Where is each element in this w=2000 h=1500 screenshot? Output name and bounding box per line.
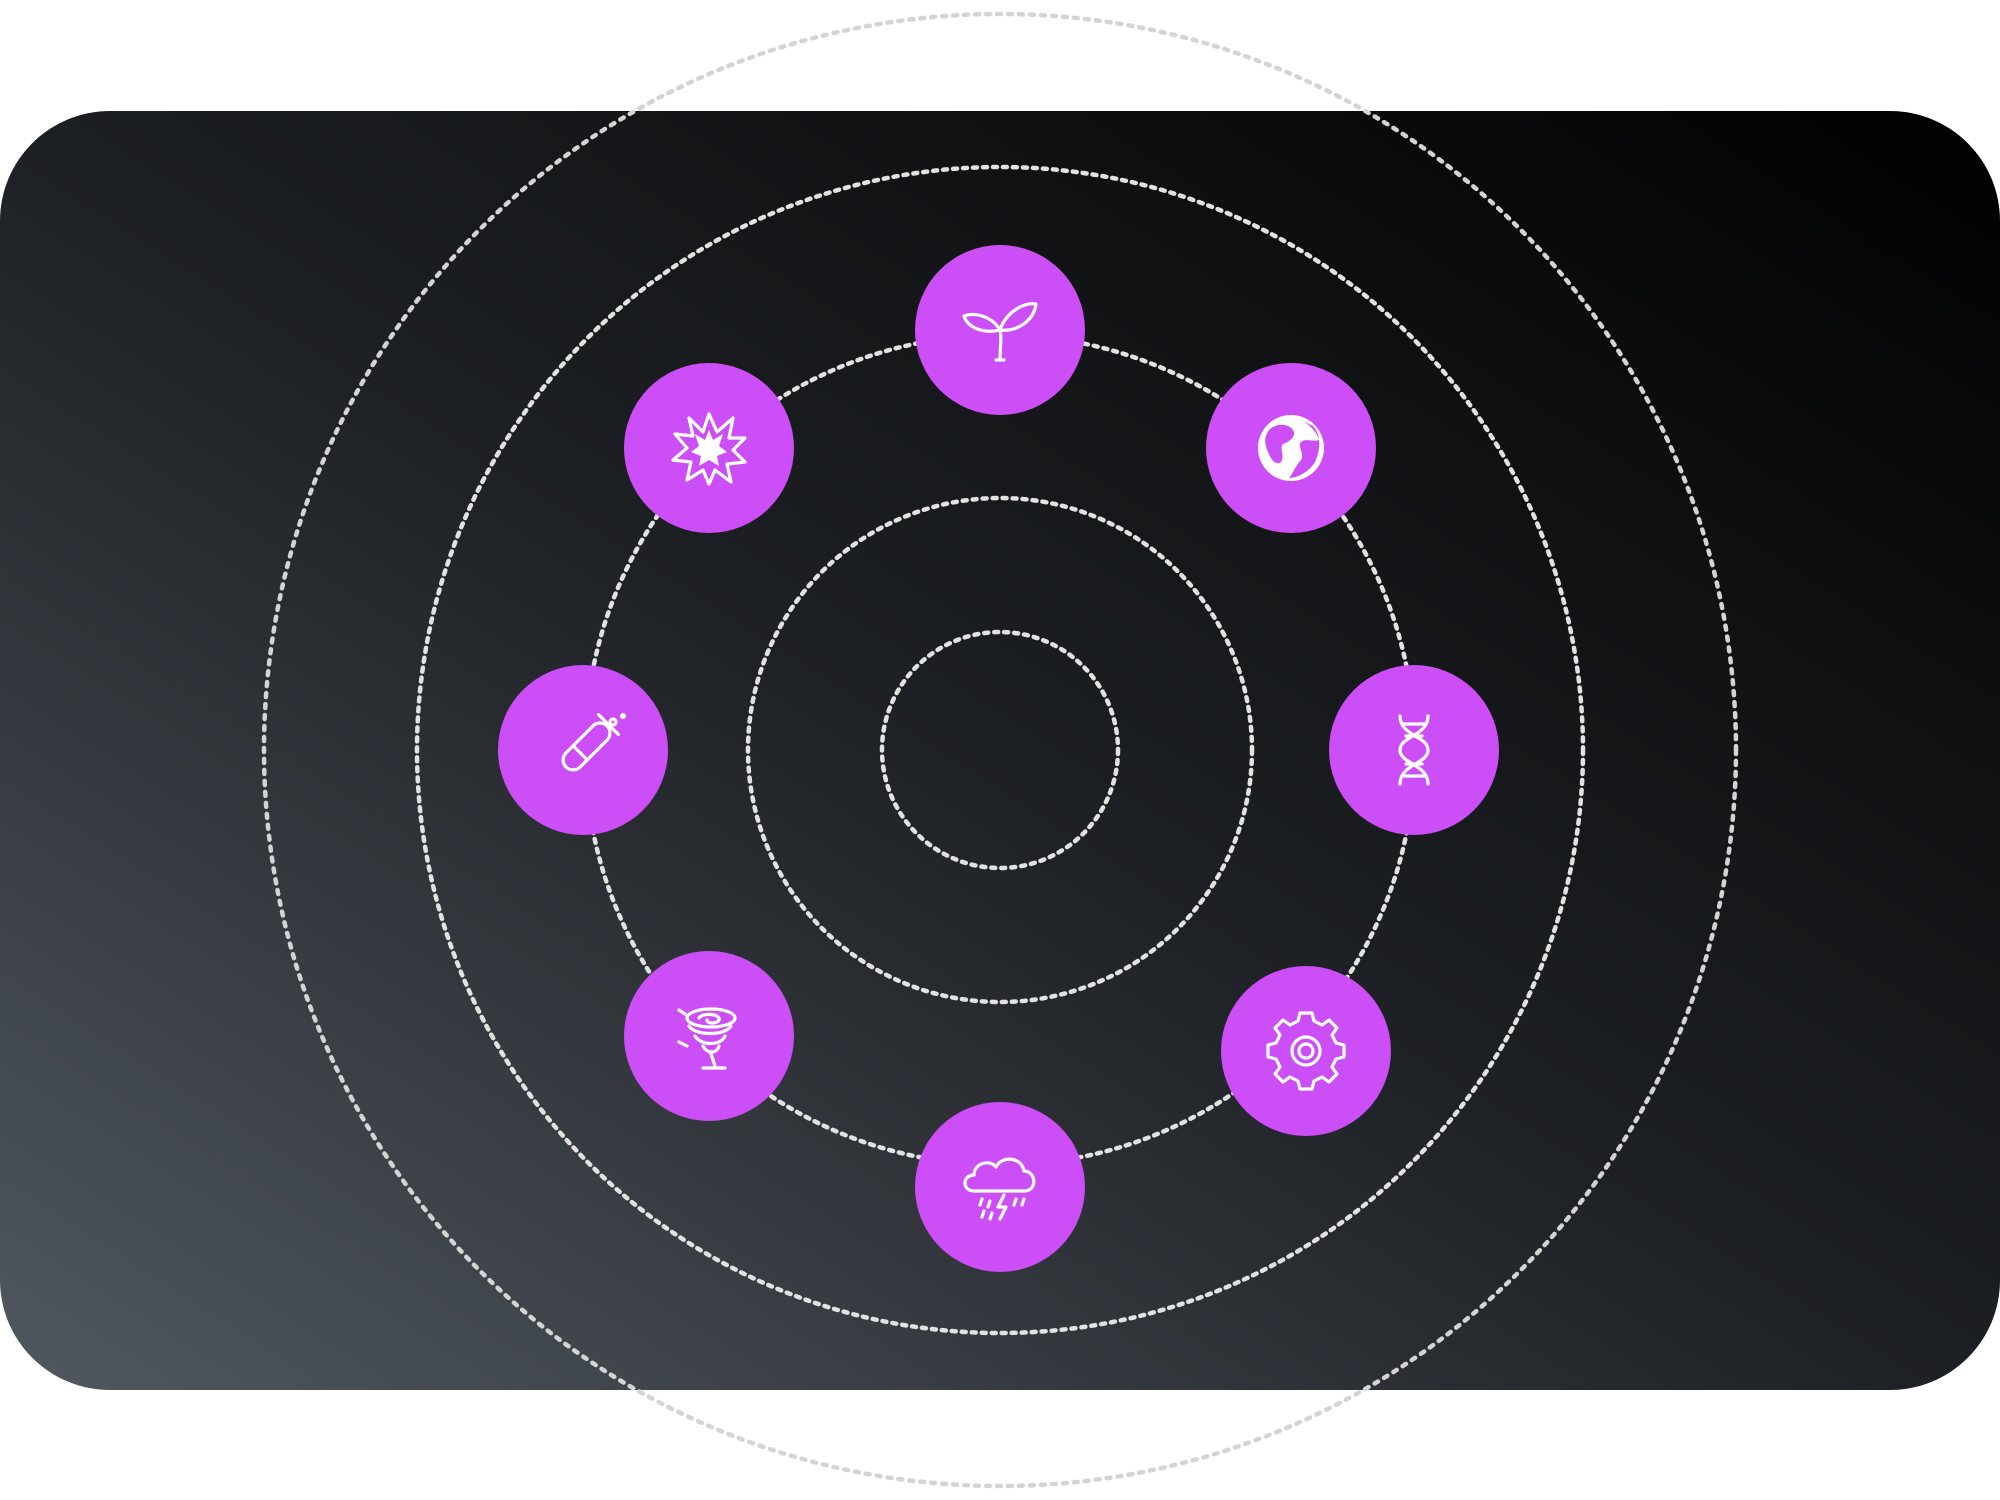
sprout-node[interactable] <box>915 245 1085 415</box>
globe-node[interactable] <box>1206 363 1376 533</box>
dna-icon <box>1398 714 1430 786</box>
globe-icon <box>1258 415 1324 481</box>
storm-cloud-icon <box>963 1157 1036 1221</box>
middle-ring <box>745 495 1255 1005</box>
gear-node[interactable] <box>1221 966 1391 1136</box>
test-tube-icon <box>561 713 626 772</box>
dna-node-circle[interactable] <box>1329 665 1499 835</box>
gear-icon <box>1266 1011 1346 1091</box>
inner-core-ring <box>879 629 1121 871</box>
explosion-icon <box>671 412 747 486</box>
outer-ring <box>261 11 1739 1489</box>
tornado-node-circle[interactable] <box>624 951 794 1121</box>
large-ring <box>414 164 1586 1336</box>
orbit-nodes <box>498 245 1499 1272</box>
tornado-icon <box>677 1007 737 1070</box>
test-tube-node[interactable] <box>498 665 668 835</box>
dna-node[interactable] <box>1329 665 1499 835</box>
explosion-node[interactable] <box>624 363 794 533</box>
tornado-node[interactable] <box>624 951 794 1121</box>
storm-node-circle[interactable] <box>915 1102 1085 1272</box>
test-tube-node-circle[interactable] <box>498 665 668 835</box>
gear-node-circle[interactable] <box>1221 966 1391 1136</box>
storm-node[interactable] <box>915 1102 1085 1272</box>
sprout-icon <box>962 302 1038 362</box>
